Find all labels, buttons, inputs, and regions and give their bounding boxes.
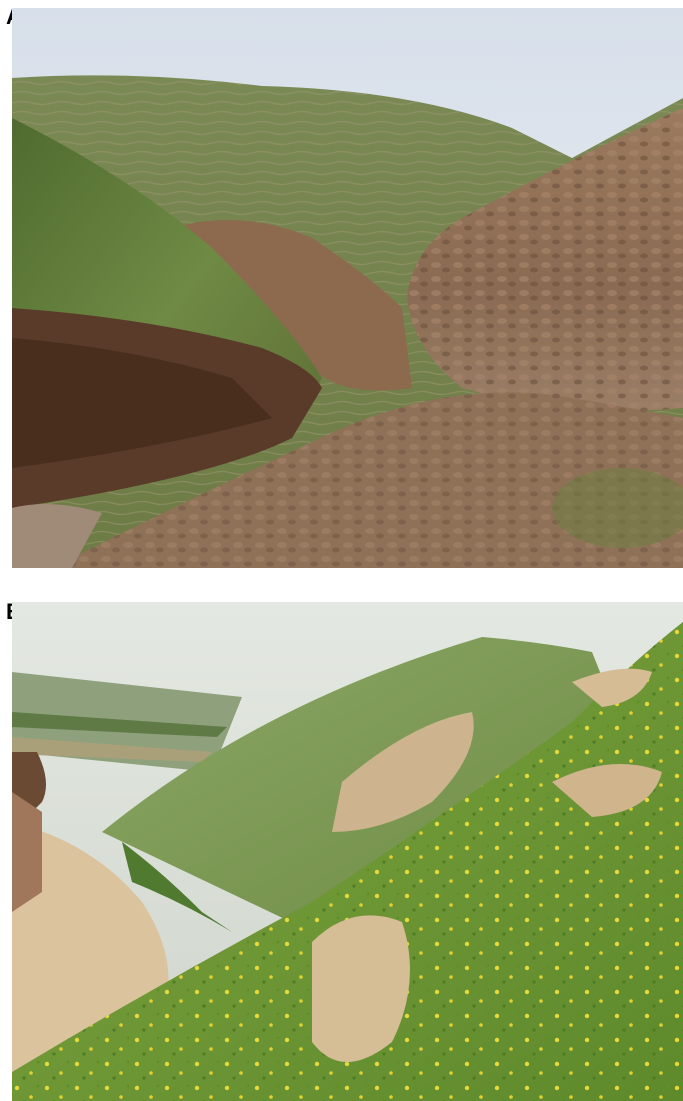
photo-a-illustration [12, 8, 683, 568]
photo-vegetated-loess-slopes [12, 602, 683, 1101]
photo-gully-rocky-slopes [12, 8, 683, 568]
photo-b-illustration [12, 602, 683, 1101]
figure-panel-a: A [6, 6, 683, 568]
figure-panel-b: B [0, 597, 683, 1101]
